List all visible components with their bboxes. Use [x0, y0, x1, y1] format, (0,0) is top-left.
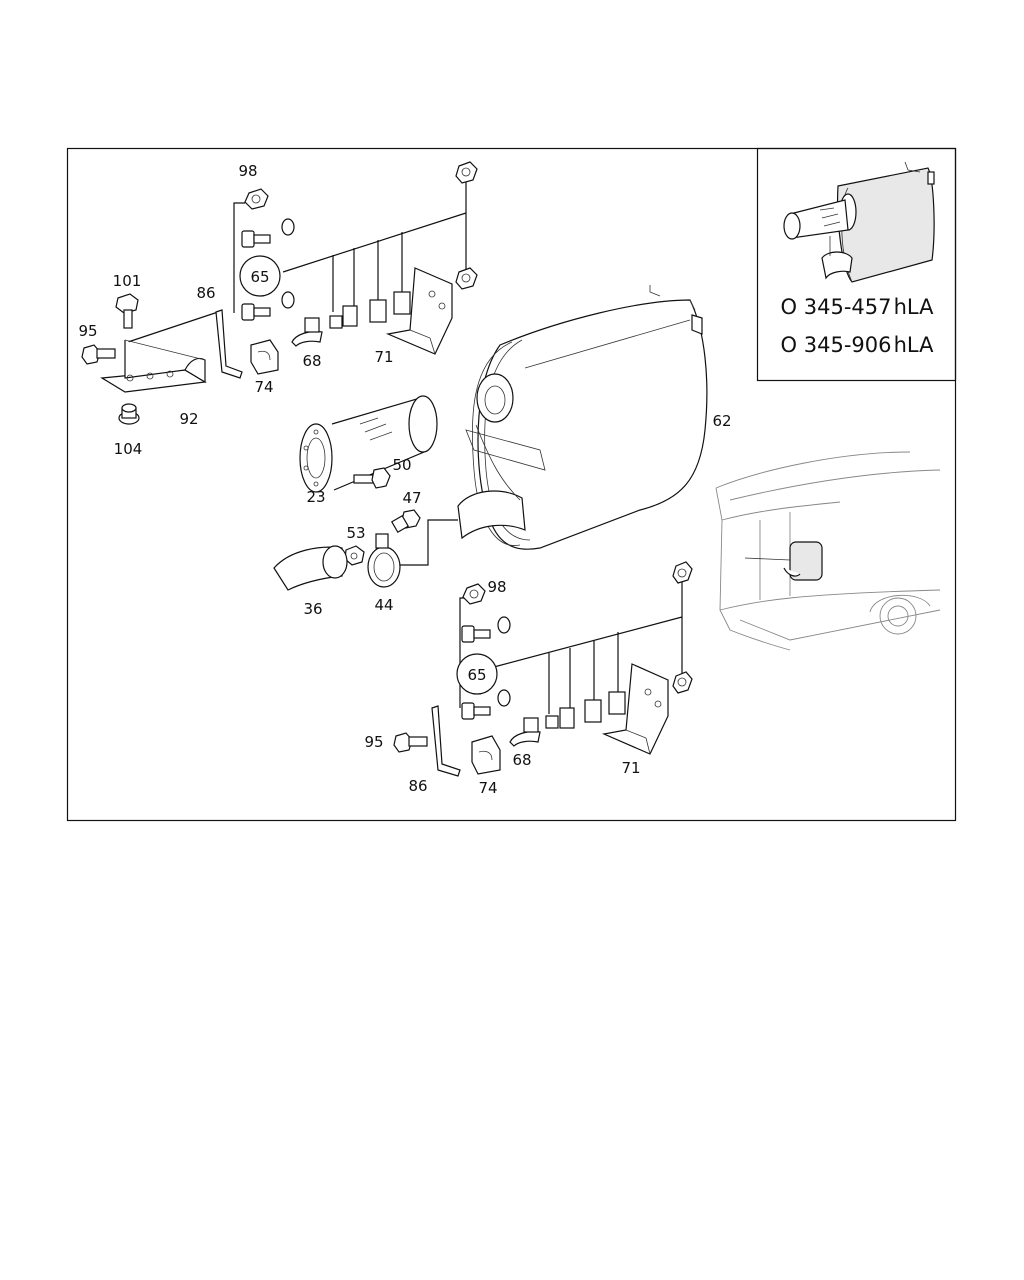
nut-98-bottom — [462, 583, 486, 605]
bolt-95-top — [81, 344, 116, 365]
plate-top-2 — [369, 299, 387, 323]
rubber-mount-74-bottom — [471, 735, 501, 775]
label-74-top: 74 — [254, 378, 273, 396]
label-23: 23 — [306, 488, 325, 506]
plate-bottom-3 — [608, 691, 626, 715]
clip-68-bottom — [509, 717, 541, 747]
pipe-23 — [299, 395, 438, 493]
label-47: 47 — [402, 489, 421, 507]
label-95-bottom: 95 — [364, 733, 383, 751]
clamp-44 — [367, 533, 401, 588]
bolt-bottom-upper — [461, 625, 491, 643]
spacer-bottom — [545, 715, 559, 729]
label-68-bottom: 68 — [512, 751, 531, 769]
plate-bottom-1 — [559, 707, 575, 729]
inset-model-2: O 345-906 hLA — [781, 333, 935, 357]
spacer-top — [329, 315, 343, 329]
label-86-bottom: 86 — [408, 777, 427, 795]
label-36: 36 — [303, 600, 322, 618]
inset-muffler — [783, 161, 935, 283]
label-50: 50 — [392, 456, 411, 474]
washer-bottom-lower — [497, 689, 511, 707]
label-98-bottom: 98 — [487, 578, 506, 596]
plate-top-1 — [342, 305, 358, 327]
plate-top-3 — [393, 291, 411, 315]
label-95-top: 95 — [78, 322, 97, 340]
label-86-top: 86 — [196, 284, 215, 302]
bolt-101 — [115, 293, 139, 329]
label-44: 44 — [374, 596, 393, 614]
washer-bottom-upper — [497, 616, 511, 634]
label-68-top: 68 — [302, 352, 321, 370]
nut-bottom-right-lower — [672, 671, 693, 694]
top-mount-group — [127, 182, 467, 343]
clamp-leader-line — [400, 519, 458, 566]
muffler-62 — [457, 285, 708, 550]
rubber-mount-74-top — [250, 339, 279, 375]
nut-bottom-right — [672, 561, 693, 584]
strap-86-top — [215, 309, 243, 379]
bracket-71-bottom — [601, 663, 669, 755]
nut-top-right-lower — [455, 267, 478, 290]
nut-53 — [344, 545, 365, 566]
washer-top-upper — [281, 218, 295, 236]
bolt-50 — [353, 467, 391, 489]
callout-65-bottom — [456, 653, 498, 695]
bracket-92 — [100, 339, 207, 393]
nut-98-top — [244, 188, 269, 210]
bus-silhouette — [715, 451, 941, 651]
label-74-bottom: 74 — [478, 779, 497, 797]
label-65-bottom: 65 — [467, 666, 486, 684]
label-71-top: 71 — [374, 348, 393, 366]
label-65-top: 65 — [250, 268, 269, 286]
bracket-71-top — [385, 267, 453, 355]
nut-top-right — [455, 161, 478, 184]
bolt-47 — [390, 509, 421, 534]
plate-bottom-2 — [584, 699, 602, 723]
strap-86-bottom — [431, 705, 461, 777]
label-92: 92 — [179, 410, 198, 428]
label-53: 53 — [346, 524, 365, 542]
callout-65-top — [239, 255, 281, 297]
washer-top-lower — [281, 291, 295, 309]
inset-frame — [756, 147, 957, 382]
nut-104 — [118, 403, 140, 425]
clip-68-top — [291, 317, 323, 347]
bolt-top-upper — [241, 230, 271, 248]
bolt-95-bottom — [393, 732, 428, 753]
diagram-frame — [66, 147, 957, 822]
label-71-bottom: 71 — [621, 759, 640, 777]
bolt-top-lower — [241, 303, 271, 321]
bolt-bottom-lower — [461, 702, 491, 720]
label-98-top: 98 — [238, 162, 257, 180]
label-104: 104 — [114, 440, 143, 458]
tailpipe-36 — [273, 545, 348, 591]
inset-model-1: O 345-457 hLA — [781, 295, 935, 319]
label-62: 62 — [712, 412, 731, 430]
label-101: 101 — [113, 272, 142, 290]
